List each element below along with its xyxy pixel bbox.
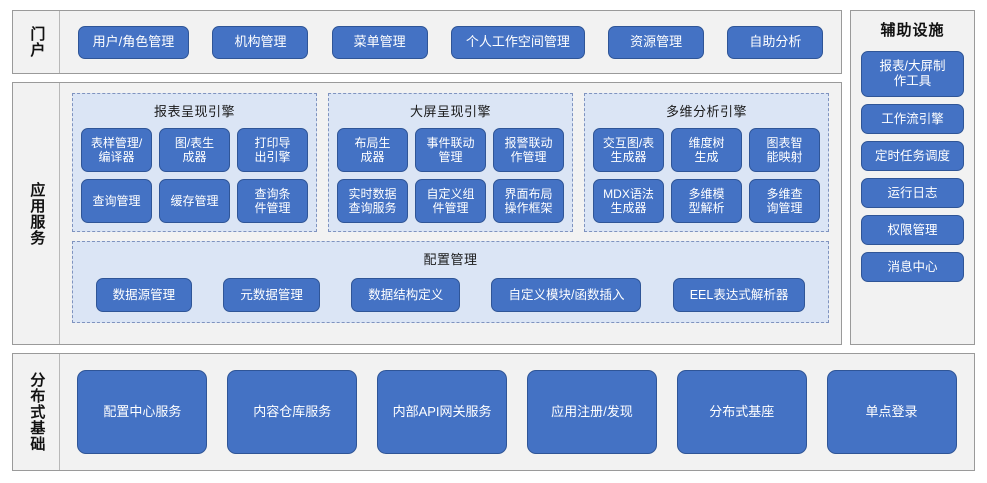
dist-button-app-registration-discovery[interactable]: 应用注册/发现 — [526, 370, 657, 454]
tile-bigscreen-ui-layout-framework[interactable]: 界面布局 操作框架 — [493, 179, 564, 223]
aux-button-runtime-log[interactable]: 运行日志 — [861, 178, 964, 208]
distributed-foundation-label: 分布式基础 — [28, 372, 46, 452]
dist-button-single-sign-on[interactable]: 单点登录 — [826, 370, 957, 454]
tile-report-template-compiler[interactable]: 表样管理/ 编译器 — [81, 128, 152, 172]
panel-config-management: 配置管理 数据源管理 元数据管理 数据结构定义 自定义模块/函数插入 EEL表达… — [72, 241, 829, 323]
tile-grid-report-engine: 表样管理/ 编译器 图/表生 成器 打印导 出引擎 查询管理 缓存管理 查询条 … — [81, 128, 308, 223]
portal-section: 门户 用户/角色管理 机构管理 菜单管理 个人工作空间管理 资源管理 自助分析 — [12, 10, 842, 74]
config-button-eel-expression-parser[interactable]: EEL表达式解析器 — [672, 278, 806, 312]
portal-section-label: 门户 — [28, 26, 46, 58]
config-button-datasource-management[interactable]: 数据源管理 — [95, 278, 193, 312]
tile-report-print-export-engine[interactable]: 打印导 出引擎 — [237, 128, 308, 172]
panel-title-bigscreen-engine: 大屏呈现引擎 — [409, 104, 491, 119]
panel-title-multidim-engine: 多维分析引擎 — [665, 104, 747, 119]
tile-report-query-management[interactable]: 查询管理 — [81, 179, 152, 223]
panel-report-engine: 报表呈现引擎 表样管理/ 编译器 图/表生 成器 打印导 出引擎 查询管理 缓存… — [72, 93, 317, 232]
tile-bigscreen-custom-component-management[interactable]: 自定义组 件管理 — [415, 179, 486, 223]
auxiliary-facilities-section: 辅助设施 报表/大屏制 作工具 工作流引擎 定时任务调度 运行日志 权限管理 消… — [850, 10, 975, 345]
portal-button-menu[interactable]: 菜单管理 — [331, 25, 428, 59]
left-stack: 门户 用户/角色管理 机构管理 菜单管理 个人工作空间管理 资源管理 自助分析 … — [12, 10, 842, 345]
config-button-row: 数据源管理 元数据管理 数据结构定义 自定义模块/函数插入 EEL表达式解析器 — [81, 276, 820, 314]
auxiliary-facilities-title: 辅助设施 — [880, 22, 945, 39]
portal-button-self-service[interactable]: 自助分析 — [727, 25, 824, 59]
tile-bigscreen-realtime-data-query-service[interactable]: 实时数据 查询服务 — [337, 179, 408, 223]
tile-report-cache-management[interactable]: 缓存管理 — [159, 179, 230, 223]
tile-bigscreen-layout-generator[interactable]: 布局生 成器 — [337, 128, 408, 172]
engine-row: 报表呈现引擎 表样管理/ 编译器 图/表生 成器 打印导 出引擎 查询管理 缓存… — [72, 93, 829, 232]
tile-grid-bigscreen-engine: 布局生 成器 事件联动 管理 报警联动 作管理 实时数据 查询服务 自定义组 件… — [337, 128, 564, 223]
aux-button-message-center[interactable]: 消息中心 — [861, 252, 964, 282]
tile-multidim-model-parsing[interactable]: 多维模 型解析 — [671, 179, 742, 223]
panel-title-report-engine: 报表呈现引擎 — [153, 104, 235, 119]
dist-button-internal-api-gateway-service[interactable]: 内部API网关服务 — [377, 370, 508, 454]
aux-button-scheduled-task-scheduling[interactable]: 定时任务调度 — [861, 141, 964, 171]
tile-bigscreen-event-linkage-management[interactable]: 事件联动 管理 — [415, 128, 486, 172]
dist-button-config-center-service[interactable]: 配置中心服务 — [77, 370, 208, 454]
tile-multidim-interactive-chart-generator[interactable]: 交互图/表 生成器 — [593, 128, 664, 172]
tile-multidim-dimension-tree-generation[interactable]: 维度树 生成 — [671, 128, 742, 172]
tile-multidim-query-management[interactable]: 多维查 询管理 — [749, 179, 820, 223]
aux-button-permission-management[interactable]: 权限管理 — [861, 215, 964, 245]
tile-bigscreen-alarm-action-management[interactable]: 报警联动 作管理 — [493, 128, 564, 172]
panel-bigscreen-engine: 大屏呈现引擎 布局生 成器 事件联动 管理 报警联动 作管理 实时数据 查询服务… — [328, 93, 573, 232]
portal-button-row: 用户/角色管理 机构管理 菜单管理 个人工作空间管理 资源管理 自助分析 — [59, 11, 841, 73]
aux-button-workflow-engine[interactable]: 工作流引擎 — [861, 104, 964, 134]
application-services-body: 报表呈现引擎 表样管理/ 编译器 图/表生 成器 打印导 出引擎 查询管理 缓存… — [59, 83, 841, 344]
tile-grid-multidim-engine: 交互图/表 生成器 维度树 生成 图表智 能映射 MDX语法 生成器 多维模 型… — [593, 128, 820, 223]
panel-title-config-management: 配置管理 — [423, 252, 478, 267]
portal-button-user-role[interactable]: 用户/角色管理 — [77, 25, 190, 59]
upper-area: 门户 用户/角色管理 机构管理 菜单管理 个人工作空间管理 资源管理 自助分析 … — [12, 10, 975, 345]
aux-button-report-bigscreen-authoring-tool[interactable]: 报表/大屏制 作工具 — [861, 51, 964, 97]
tile-report-query-condition-management[interactable]: 查询条 件管理 — [237, 179, 308, 223]
tile-multidim-chart-smart-mapping[interactable]: 图表智 能映射 — [749, 128, 820, 172]
tile-report-chart-generator[interactable]: 图/表生 成器 — [159, 128, 230, 172]
dist-button-content-repository-service[interactable]: 内容仓库服务 — [227, 370, 358, 454]
distributed-button-row: 配置中心服务 内容仓库服务 内部API网关服务 应用注册/发现 分布式基座 单点… — [59, 354, 974, 470]
config-button-data-structure-definition[interactable]: 数据结构定义 — [351, 278, 461, 312]
panel-multidim-engine: 多维分析引擎 交互图/表 生成器 维度树 生成 图表智 能映射 MDX语法 生成… — [584, 93, 829, 232]
tile-multidim-mdx-syntax-generator[interactable]: MDX语法 生成器 — [593, 179, 664, 223]
dist-button-distributed-base[interactable]: 分布式基座 — [676, 370, 807, 454]
portal-button-workspace[interactable]: 个人工作空间管理 — [450, 25, 585, 59]
application-services-label: 应用服务 — [28, 181, 46, 246]
portal-button-resource[interactable]: 资源管理 — [608, 25, 705, 59]
config-button-metadata-management[interactable]: 元数据管理 — [223, 278, 320, 312]
application-services-section: 应用服务 报表呈现引擎 表样管理/ 编译器 图/表生 成器 打印导 出引擎 查询… — [12, 82, 842, 345]
distributed-foundation-section: 分布式基础 配置中心服务 内容仓库服务 内部API网关服务 应用注册/发现 分布… — [12, 353, 975, 471]
portal-button-org[interactable]: 机构管理 — [212, 25, 309, 59]
config-button-custom-module-function[interactable]: 自定义模块/函数插入 — [491, 278, 642, 312]
